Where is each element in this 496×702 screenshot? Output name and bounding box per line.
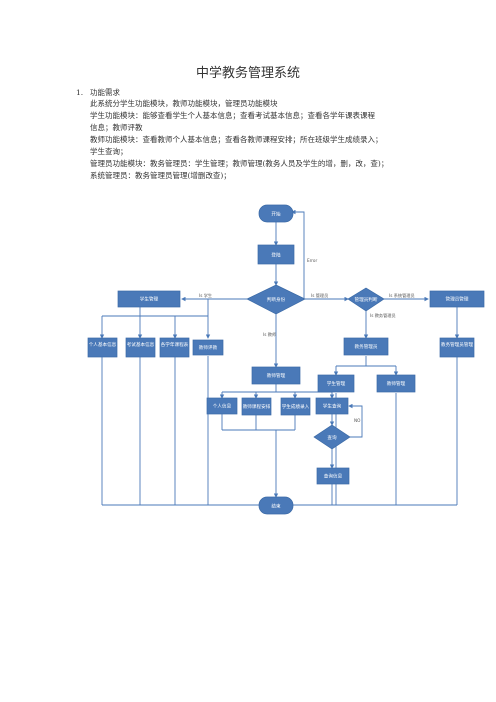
node-t-personal-info-label: 个人信息: [213, 403, 232, 410]
paragraph-line: 此系统分学生功能模块，教师功能模块，管理员功能模块: [90, 99, 278, 108]
node-start: 开始: [258, 204, 294, 223]
node-student-query-label: 学生查询: [323, 403, 342, 410]
node-login-label: 登陆: [271, 252, 281, 259]
node-t-course-arr-label: 教师课程安排: [243, 403, 271, 410]
node-query-label: 查询: [327, 434, 337, 441]
node-start-label: 开始: [271, 211, 281, 218]
node-exam-info-label: 考试基本信息: [127, 341, 155, 348]
node-grade-entry-label: 学生成绩录入: [282, 403, 310, 410]
node-student-mgmt-label: 学生管理: [327, 380, 346, 387]
node-query: 查询: [313, 424, 351, 450]
node-t-personal-info: 个人信息: [206, 397, 238, 415]
label-error: Error: [307, 258, 317, 263]
label-is-admin: Is 管理员: [311, 292, 328, 299]
node-stu-personal-info: 个人基本信息: [87, 337, 118, 358]
node-login: 登陆: [257, 244, 295, 265]
node-teacher-mgmt: 教师管理: [376, 374, 416, 393]
node-admin-mgmt: 管理员管理: [429, 290, 485, 308]
label-no: NO: [354, 418, 361, 423]
node-admin-judge-label: 管理员判断: [355, 296, 378, 303]
section-number: 1.: [76, 88, 84, 97]
label-is-sys-admin: Is 系统管理员: [389, 292, 415, 299]
node-student-mgmt: 学生管理: [317, 374, 355, 393]
node-grade-entry: 学生成绩录入: [280, 397, 311, 416]
node-exam-info: 考试基本信息: [125, 337, 156, 358]
node-course-table: 各学年课程表: [159, 337, 190, 358]
paragraph-line: 管理员功能模块：教务管理员：学生管理；教师管理(教务人员及学生的增，删，改，查)…: [90, 159, 389, 168]
node-end: 结束: [258, 496, 294, 515]
node-student-mgmt-top: 学生管理: [117, 290, 181, 308]
document-title: 中学教务管理系统: [195, 66, 300, 81]
paragraph-line: 学生查询；: [90, 147, 128, 156]
paragraph-line: 信息；教师评教: [90, 123, 143, 132]
label-is-edu-admin: Is 教务管理员: [370, 312, 396, 319]
node-query-info: 查询信息: [316, 467, 350, 485]
node-course-table-label: 各学年课程表: [161, 341, 189, 348]
node-judge: 判断身份: [246, 284, 306, 315]
node-student-mgmt-top-label: 学生管理: [140, 296, 159, 303]
node-stu-personal-info-label: 个人基本信息: [89, 341, 117, 348]
paragraph-line: 教师功能模块：查看教师个人基本信息；查看各教师课程安排；所在班级学生成绩录入；: [90, 135, 383, 144]
node-teacher-eval: 教师评教: [192, 339, 224, 356]
node-teacher-mgmt-label: 教师管理: [387, 380, 406, 387]
paragraph-line: 学生功能模块：能够查看学生个人基本信息；查看考试基本信息；查看各学年课表课程: [90, 111, 375, 120]
section-title: 功能需求: [90, 88, 120, 97]
node-teacher-eval-label: 教师评教: [199, 344, 218, 351]
node-edu-admin-mgmt: 教务管理员管理: [439, 337, 475, 358]
node-admin-judge: 管理员判断: [347, 287, 385, 312]
section-heading: 1. 功能需求: [76, 87, 120, 99]
node-query-info-label: 查询信息: [324, 473, 343, 480]
node-admin-mgmt-label: 管理员管理: [446, 296, 469, 303]
node-t-course-arr: 教师课程安排: [241, 397, 272, 416]
node-edu-admin-label: 教务管理员: [355, 343, 378, 350]
node-teacher-mgmt-main-label: 教师管理: [267, 372, 286, 379]
node-end-label: 结束: [271, 503, 281, 510]
paragraph-line: 系统管理员：教务管理员管理(增删改查)；: [90, 171, 231, 180]
node-edu-admin: 教务管理员: [343, 337, 389, 356]
node-student-query: 学生查询: [315, 397, 349, 415]
label-is-student: Is 学生: [199, 292, 212, 298]
node-teacher-mgmt-main: 教师管理: [251, 366, 301, 385]
node-edu-admin-mgmt-label: 教务管理员管理: [441, 341, 474, 348]
node-judge-label: 判断身份: [267, 296, 286, 303]
label-is-teacher: Is 教师: [263, 331, 276, 338]
